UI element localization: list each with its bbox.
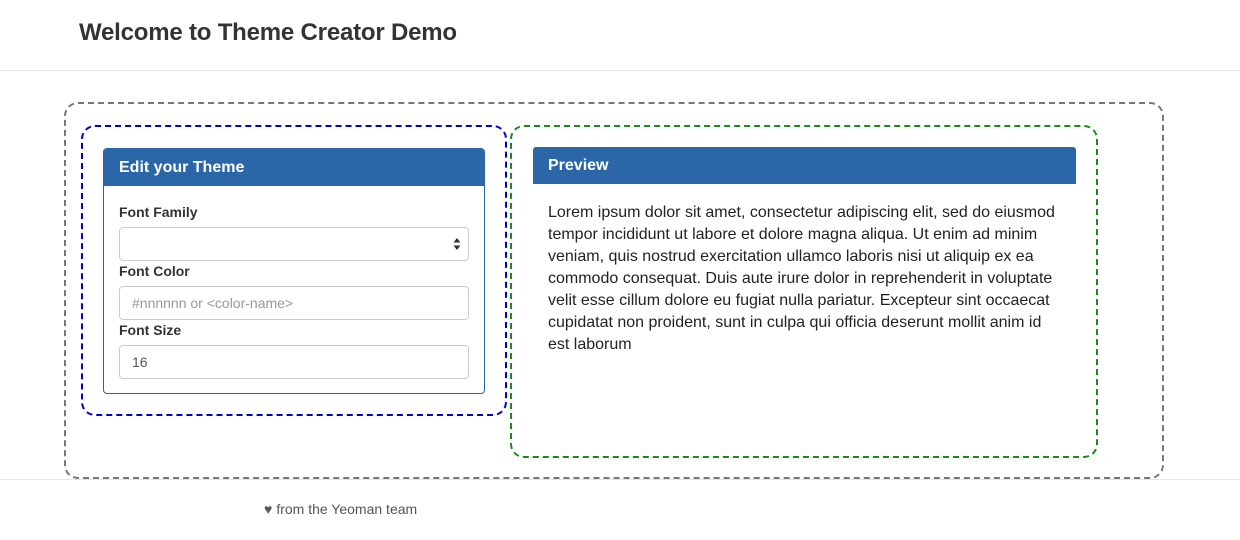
preview-text: Lorem ipsum dolor sit amet, consectetur …	[548, 204, 1055, 353]
font-size-input[interactable]	[119, 345, 469, 379]
font-family-select[interactable]	[119, 227, 469, 261]
font-color-input[interactable]	[119, 286, 469, 320]
edit-theme-heading: Edit your Theme	[104, 149, 484, 186]
page-header: Welcome to Theme Creator Demo	[0, 0, 1240, 71]
editor-container	[81, 125, 507, 416]
preview-heading: Preview	[533, 147, 1076, 184]
font-size-label: Font Size	[119, 322, 182, 338]
footer-credit: ♥from the Yeoman team	[264, 501, 417, 517]
page-title: Welcome to Theme Creator Demo	[79, 19, 457, 46]
edit-theme-panel: Edit your Theme Font Family Font Color F…	[103, 148, 485, 394]
heart-icon: ♥	[264, 501, 273, 517]
select-arrows-icon	[453, 238, 461, 250]
preview-container	[510, 125, 1098, 458]
page-footer: ♥from the Yeoman team	[0, 479, 1240, 540]
preview-panel: Preview Lorem ipsum dolor sit amet, cons…	[533, 147, 1076, 367]
app-container	[64, 102, 1164, 479]
font-family-label: Font Family	[119, 204, 198, 220]
footer-text: from the Yeoman team	[276, 501, 418, 517]
font-color-label: Font Color	[119, 263, 190, 279]
